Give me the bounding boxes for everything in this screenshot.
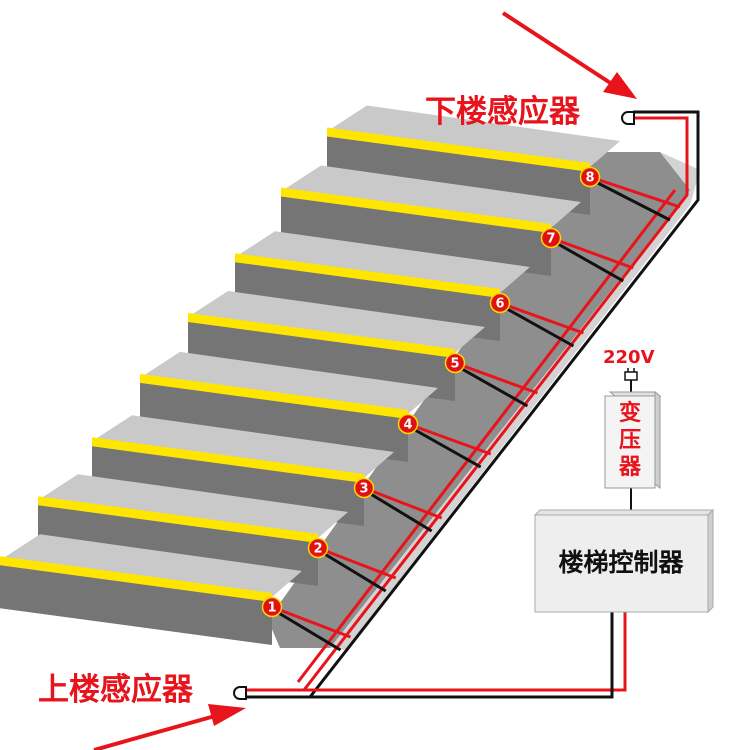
step-riser xyxy=(188,316,455,401)
branch-wire-red xyxy=(407,422,492,456)
staircase xyxy=(0,105,620,645)
top-sensor-label: 下楼感应器 xyxy=(425,94,581,130)
step-number: 4 xyxy=(403,418,412,433)
controller-label: 楼梯控制器 xyxy=(558,548,684,577)
trunk-wire-red-outer xyxy=(243,116,689,692)
branch-wire-red xyxy=(550,236,634,270)
step-number-badge: 6 xyxy=(489,292,511,314)
step-number-circle xyxy=(489,292,511,314)
branch-wire-red xyxy=(589,175,681,209)
led-strip xyxy=(38,496,318,543)
step-riser xyxy=(140,377,408,462)
step-riser xyxy=(281,191,551,276)
trunk-wire-black xyxy=(243,110,700,699)
stair-step xyxy=(188,290,485,401)
step-number-circle xyxy=(579,166,601,188)
branch-wire-black xyxy=(317,548,387,593)
branch-wire-black xyxy=(454,363,529,408)
transformer-box: 变 压 器 xyxy=(604,390,662,490)
controller-box: 楼梯控制器 xyxy=(533,508,715,614)
step-tread xyxy=(281,165,581,228)
sensor-icon xyxy=(621,111,635,125)
step-tread xyxy=(188,290,485,353)
step-tread xyxy=(140,351,438,414)
step-tread xyxy=(327,105,620,167)
led-strip xyxy=(0,556,272,602)
controller-wire-red xyxy=(304,612,627,692)
led-strip xyxy=(92,437,364,483)
stair-step xyxy=(281,165,581,276)
transformer-char-3: 器 xyxy=(618,455,642,480)
staircase-side xyxy=(268,152,690,648)
transformer-char-1: 变 xyxy=(619,400,641,426)
step-number-badge: 8 xyxy=(579,166,601,188)
branch-wire-red xyxy=(271,605,352,639)
trunk-wire-red-inner xyxy=(296,189,677,683)
branch-wire-black xyxy=(499,303,575,348)
sensor-icon xyxy=(233,686,247,700)
red-arrow-icon xyxy=(93,704,246,750)
voltage-label: 220V xyxy=(603,347,655,368)
branch-wire-black xyxy=(550,238,624,283)
red-arrow-icon xyxy=(501,11,637,99)
step-number-badge: 2 xyxy=(307,537,329,559)
step-riser xyxy=(0,560,272,645)
branch-wire-black xyxy=(407,424,482,469)
step-number: 6 xyxy=(495,297,504,312)
branch-wire-red xyxy=(317,546,397,580)
branch-wire-black xyxy=(589,177,671,222)
branch-wire-black xyxy=(363,488,433,533)
led-strip xyxy=(188,312,455,358)
controller-wire-black xyxy=(310,612,614,699)
step-number-badge: 7 xyxy=(540,227,562,249)
led-strip xyxy=(281,187,551,233)
transformer-char-2: 压 xyxy=(619,428,641,453)
branch-wire-red xyxy=(499,301,584,335)
step-number-circle xyxy=(307,537,329,559)
step-badges: 1 2 3 4 5 6 7 8 xyxy=(261,166,601,618)
step-number-circle xyxy=(540,227,562,249)
wiring xyxy=(243,110,700,699)
stair-step xyxy=(0,534,302,645)
step-tread xyxy=(92,415,394,478)
step-number: 1 xyxy=(267,601,276,616)
branch-wire-black xyxy=(271,607,342,652)
led-strip xyxy=(140,373,408,419)
step-branches xyxy=(271,175,681,652)
led-strip xyxy=(327,127,590,172)
step-number-circle xyxy=(261,596,283,618)
step-tread xyxy=(235,231,530,293)
step-number-badge: 3 xyxy=(353,477,375,499)
step-tread xyxy=(0,534,302,597)
branch-wire-red xyxy=(363,486,443,520)
branch-wire-red xyxy=(454,361,538,395)
step-number-badge: 4 xyxy=(397,413,419,435)
step-number: 8 xyxy=(585,171,594,186)
step-number: 5 xyxy=(450,357,459,372)
led-strip xyxy=(235,253,500,298)
step-number-badge: 5 xyxy=(444,352,466,374)
step-number: 7 xyxy=(546,232,555,247)
bottom-sensor-label: 上楼感应器 xyxy=(38,672,194,708)
step-number: 3 xyxy=(359,482,368,497)
plug-icon xyxy=(624,368,638,381)
step-number: 2 xyxy=(313,542,322,557)
stair-step xyxy=(140,351,438,462)
step-number-badge: 1 xyxy=(261,596,283,618)
step-tread xyxy=(38,474,348,538)
step-number-circle xyxy=(397,413,419,435)
step-number-circle xyxy=(444,352,466,374)
step-number-circle xyxy=(353,477,375,499)
